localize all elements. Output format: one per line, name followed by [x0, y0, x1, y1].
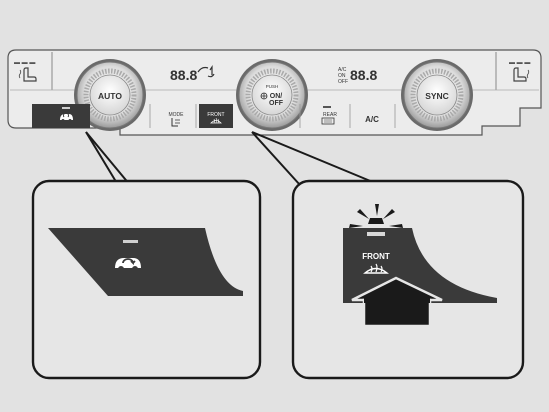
- right-temperature-display: A/C ON OFF 88.8: [338, 67, 377, 85]
- rear-defrost-button[interactable]: REAR: [321, 106, 337, 125]
- mode-button[interactable]: MODE: [169, 112, 185, 127]
- indicator-light-icon: [349, 204, 403, 236]
- rear-label: REAR: [323, 112, 337, 118]
- sync-temperature-knob[interactable]: SYNC: [401, 59, 473, 131]
- airflow-icon: [197, 65, 215, 78]
- on-off-label: ON/: [270, 93, 283, 100]
- heated-seat-icon: [513, 67, 530, 82]
- auto-label: AUTO: [98, 91, 122, 101]
- fan-icon: [260, 92, 268, 100]
- off-indicator: OFF: [338, 79, 348, 85]
- left-temperature-display: 88.8: [170, 65, 215, 83]
- push-label: PUSH: [266, 84, 279, 89]
- ac-button[interactable]: A/C: [365, 115, 379, 124]
- front-defrost-button[interactable]: FRONT: [199, 104, 233, 128]
- right-temp-readout: 88.8: [350, 67, 377, 83]
- front-defrost-callout: FRONT: [291, 179, 525, 380]
- ac-label: A/C: [365, 115, 379, 124]
- front-label: FRONT: [207, 112, 224, 118]
- left-seat-heater-button[interactable]: ▬ ▬ ▬: [14, 60, 37, 82]
- rear-defrost-icon: [321, 117, 335, 125]
- mode-icon: [171, 118, 180, 127]
- auto-temperature-knob[interactable]: AUTO: [74, 59, 146, 131]
- recirculation-icon: [115, 258, 141, 272]
- left-temp-readout: 88.8: [170, 67, 197, 83]
- front-label: FRONT: [362, 252, 390, 261]
- front-defrost-icon: [210, 117, 222, 124]
- recirculation-icon: [60, 112, 73, 122]
- sync-label: SYNC: [425, 91, 449, 101]
- svg-text:▬ ▬ ▬: ▬ ▬ ▬: [509, 60, 530, 66]
- recirculation-button[interactable]: [32, 104, 90, 128]
- on-indicator: ON: [338, 73, 346, 79]
- button-dividers: [149, 104, 396, 128]
- ac-indicator: A/C: [338, 67, 347, 73]
- recirculation-callout: [31, 179, 262, 380]
- svg-text:OFF: OFF: [269, 100, 284, 107]
- press-arrow-icon: [351, 276, 443, 328]
- fan-power-knob[interactable]: PUSH ON/ OFF: [236, 59, 308, 131]
- mode-label: MODE: [169, 112, 185, 118]
- front-defrost-icon: [363, 263, 389, 274]
- heated-seat-icon: [18, 67, 37, 82]
- svg-text:▬ ▬ ▬: ▬ ▬ ▬: [14, 60, 35, 66]
- right-seat-heater-button[interactable]: ▬ ▬ ▬: [509, 60, 530, 82]
- leader-lines: [85, 131, 381, 186]
